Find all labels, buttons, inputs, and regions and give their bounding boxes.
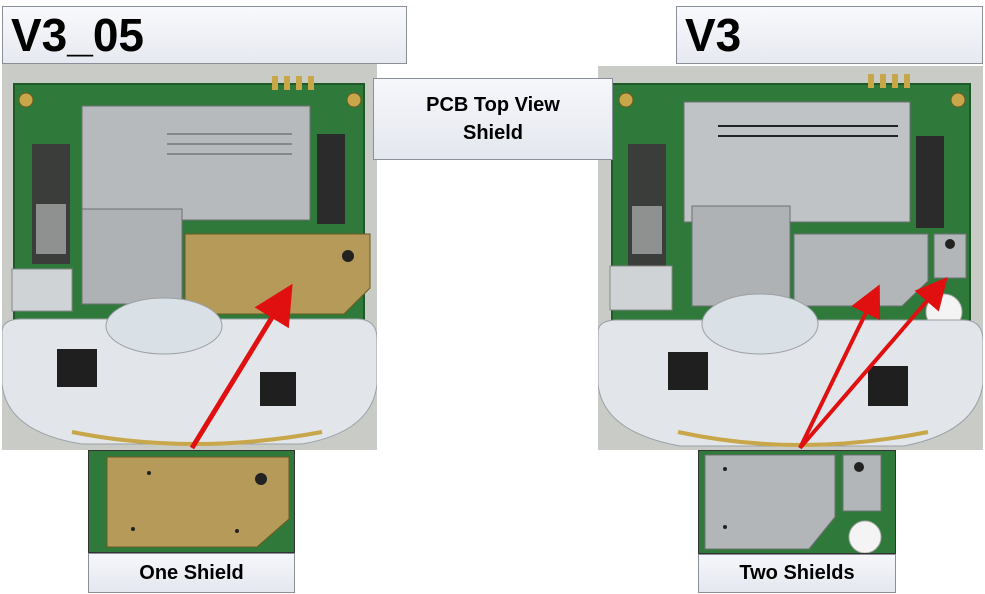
left-model-title: V3_05: [2, 6, 407, 64]
right-model-title: V3: [676, 6, 983, 64]
left-shield-zoom: [88, 450, 295, 553]
left-caption: One Shield: [88, 553, 295, 593]
center-label-line1: PCB Top View: [426, 94, 560, 116]
left-pcb-photo: [2, 64, 377, 450]
pcb-top-view-label: PCB Top View Shield: [373, 78, 613, 160]
right-pcb-photo: [598, 66, 983, 450]
right-shields-zoom: [698, 450, 896, 554]
center-label-line2: Shield: [462, 122, 523, 144]
right-caption: Two Shields: [698, 554, 896, 593]
